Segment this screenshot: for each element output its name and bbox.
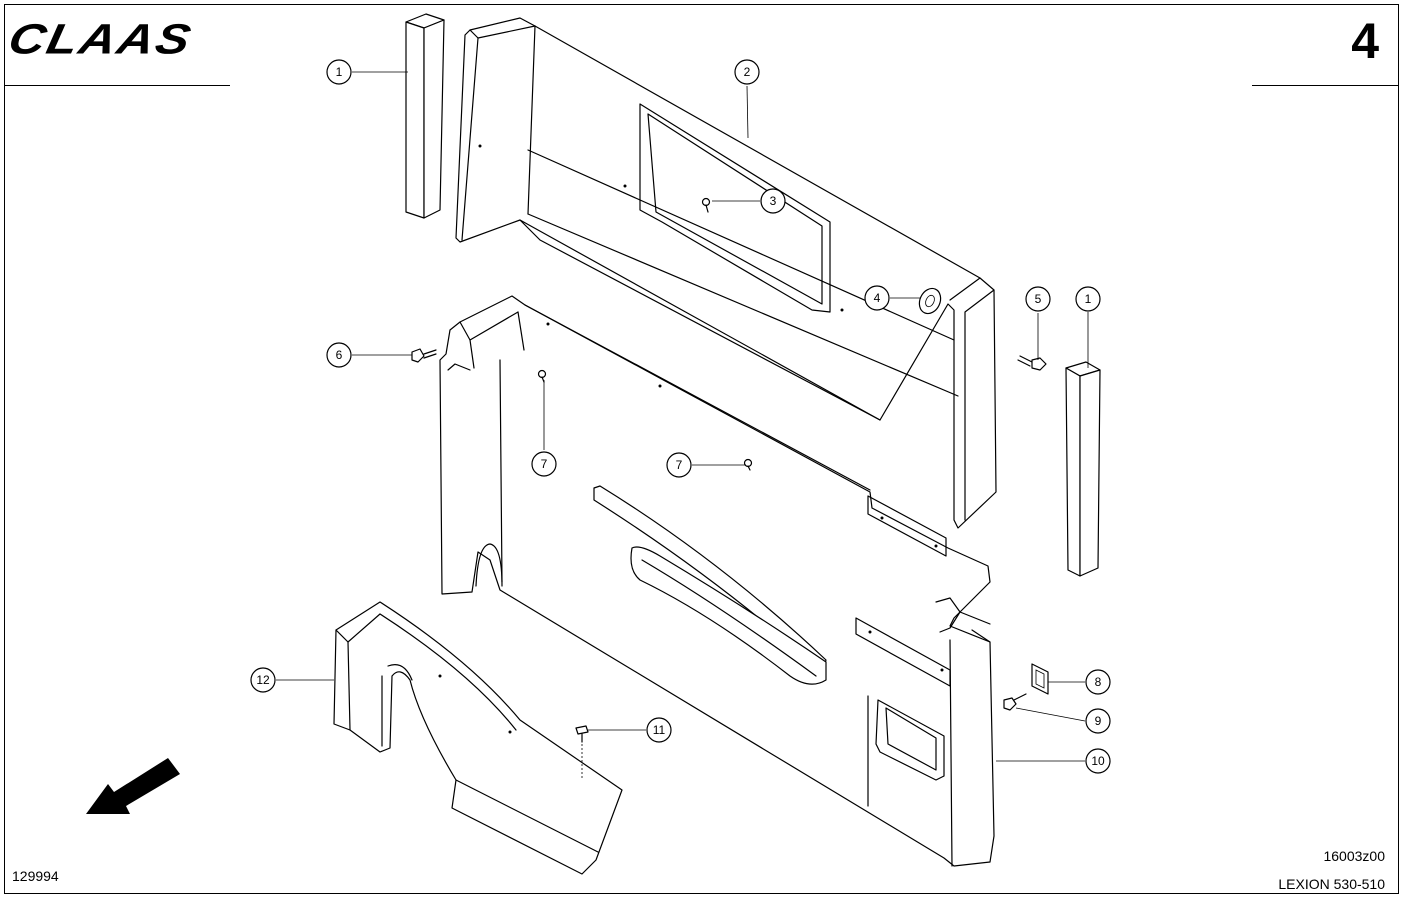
part-11-screw xyxy=(575,725,589,778)
callout-7-left: 7 xyxy=(531,451,557,477)
callout-4: 4 xyxy=(864,285,890,311)
drawing-id: 129994 xyxy=(12,868,59,884)
model-label: LEXION 530-510 xyxy=(1278,876,1385,892)
callout-12: 12 xyxy=(250,667,276,693)
callout-2: 2 xyxy=(734,59,760,85)
svg-text:1: 1 xyxy=(1085,292,1092,306)
callout-3: 3 xyxy=(760,188,786,214)
svg-text:9: 9 xyxy=(1095,714,1102,728)
drawing-frame xyxy=(4,4,1399,894)
callout-8: 8 xyxy=(1085,669,1111,695)
svg-text:3: 3 xyxy=(770,194,777,208)
handle-rail xyxy=(593,485,827,685)
svg-text:1: 1 xyxy=(336,65,343,79)
svg-text:7: 7 xyxy=(541,457,548,471)
callout-1-left: 1 xyxy=(326,59,352,85)
svg-text:5: 5 xyxy=(1035,292,1042,306)
part-1-post-right xyxy=(1065,361,1101,577)
svg-text:11: 11 xyxy=(653,723,666,737)
svg-text:12: 12 xyxy=(256,673,270,687)
part-4-grommet xyxy=(918,287,942,315)
callout-7-middle: 7 xyxy=(666,452,692,478)
svg-text:7: 7 xyxy=(676,458,683,472)
part-3-screw xyxy=(701,197,711,213)
figure-code: 16003z00 xyxy=(1323,848,1385,864)
header-rule-left xyxy=(4,85,230,86)
callout-5: 5 xyxy=(1025,286,1051,312)
callout-6: 6 xyxy=(326,342,352,368)
svg-text:4: 4 xyxy=(874,291,881,305)
part-9-screw xyxy=(1003,693,1027,711)
svg-text:2: 2 xyxy=(744,65,751,79)
part-2-upper-panel xyxy=(455,17,997,529)
part-7-clip-left xyxy=(537,369,547,383)
leader-lines xyxy=(276,71,1089,762)
svg-text:8: 8 xyxy=(1095,675,1102,689)
callout-11: 11 xyxy=(646,717,672,743)
svg-text:10: 10 xyxy=(1091,754,1105,768)
part-1-post-left xyxy=(405,13,445,219)
page-number: 4 xyxy=(1351,13,1379,69)
part-8-plate xyxy=(1031,663,1049,695)
part-12-wheel-arch-trim xyxy=(333,601,623,875)
header-rule-right xyxy=(1252,85,1399,86)
part-7-clip-middle xyxy=(743,458,753,471)
part-5-bolt xyxy=(1017,355,1047,371)
callout-10: 10 xyxy=(1085,748,1111,774)
svg-text:6: 6 xyxy=(336,348,343,362)
callout-1-right: 1 xyxy=(1075,286,1101,312)
callout-9: 9 xyxy=(1085,708,1111,734)
direction-arrow xyxy=(86,758,180,814)
part-6-screw xyxy=(411,348,437,363)
